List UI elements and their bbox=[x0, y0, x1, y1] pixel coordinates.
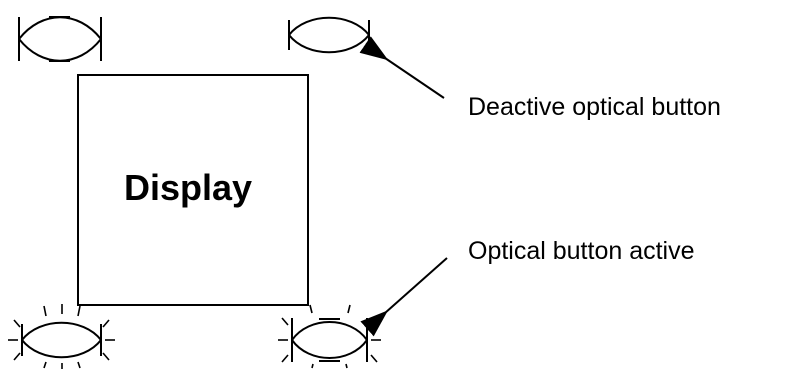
arrow-to-deactive-button bbox=[359, 36, 445, 99]
display-panel: Display bbox=[77, 74, 309, 306]
active-callout-label: Optical button active bbox=[468, 237, 695, 265]
optical-button-bottom-right-active[interactable] bbox=[278, 304, 381, 369]
optical-button-top-left-deactive[interactable] bbox=[18, 16, 102, 62]
deactive-callout-label: Deactive optical button bbox=[468, 93, 721, 121]
optical-button-bottom-left-active[interactable] bbox=[8, 304, 115, 369]
display-label: Display bbox=[124, 167, 252, 208]
arrow-to-active-button bbox=[360, 257, 448, 337]
optical-button-top-right-deactive[interactable] bbox=[288, 16, 370, 54]
active-glow-rays bbox=[8, 304, 115, 369]
